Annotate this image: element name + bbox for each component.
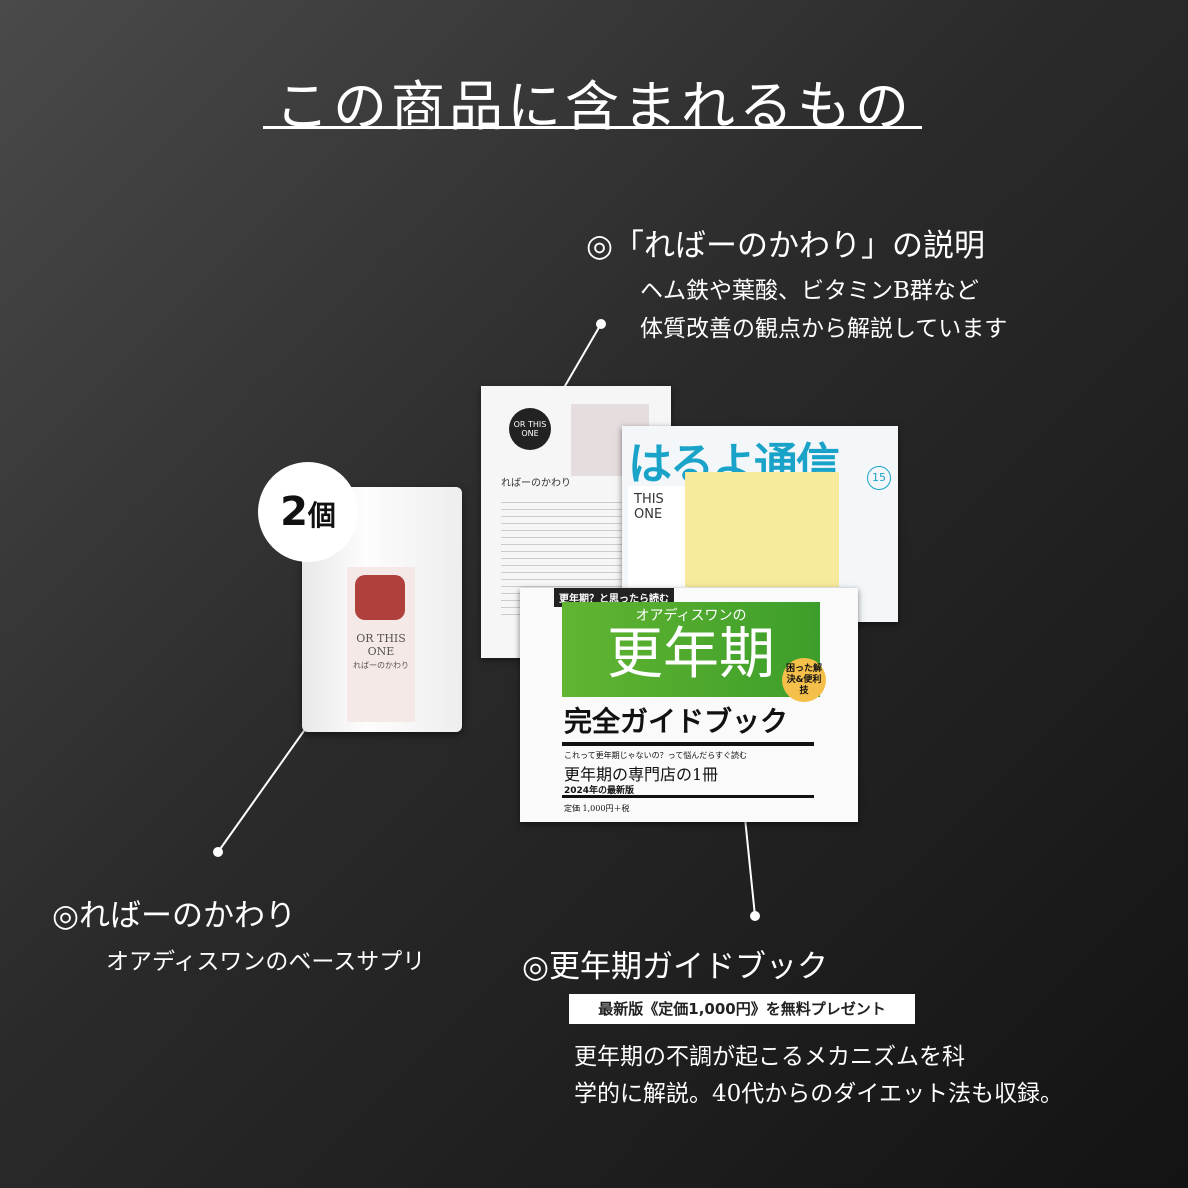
supplement-line: オアディスワンのベースサプリ xyxy=(106,949,426,975)
explanation-line: 体質改善の観点から解説しています xyxy=(640,316,1008,342)
free-gift-badge: 最新版《定価1,000円》を無料プレゼント xyxy=(569,994,915,1024)
explanation-heading: ◎「ればーのかわり」の説明 xyxy=(586,228,986,264)
title-underline xyxy=(263,126,922,129)
callout-dot xyxy=(750,911,760,921)
callout-dot xyxy=(596,319,606,329)
guidebook-line: 更年期の不調が起こるメカニズムを科 xyxy=(574,1044,965,1070)
guidebook-heading: ◎更年期ガイドブック xyxy=(522,949,829,985)
product-name: ればーのかわり xyxy=(353,661,409,670)
quantity-badge: 2個 xyxy=(258,462,358,562)
explanation-line: ヘム鉄や葉酸、ビタミンB群など xyxy=(640,278,979,304)
supplement-heading: ◎ればーのかわり xyxy=(52,898,297,934)
product-brand: OR THIS ONE xyxy=(356,632,406,658)
callout-dot xyxy=(213,847,223,857)
guidebook-line: 学的に解説。40代からのダイエット法も収録。 xyxy=(574,1081,1064,1107)
guidebook-image: 更年期？と思ったら読む オアディスワンの 更年期 困った解決&便利技 完全ガイド… xyxy=(520,588,858,822)
